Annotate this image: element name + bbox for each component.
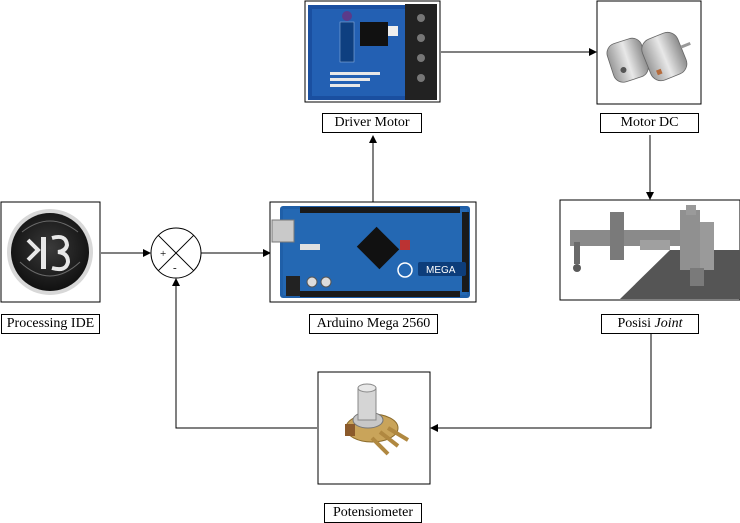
potensiometer-label: Potensiometer xyxy=(324,503,422,523)
posisi-joint-label-emphasis: Joint xyxy=(654,316,683,331)
processing-ide-label: Processing IDE xyxy=(1,314,100,334)
motor-dc-label: Motor DC xyxy=(600,113,699,133)
robot-joint-image xyxy=(559,199,740,301)
driver-motor-image xyxy=(304,0,441,103)
processing-logo-icon xyxy=(19,220,81,277)
driver-motor-label: Driver Motor xyxy=(322,113,422,133)
minus-sign: - xyxy=(173,262,177,274)
connectors xyxy=(101,48,654,432)
motor-dc-image xyxy=(596,0,702,105)
summing-junction: + - xyxy=(150,227,202,279)
processing-ide-image xyxy=(0,201,101,303)
plus-sign: + xyxy=(160,248,166,260)
arduino-mega-image: MEGA xyxy=(269,201,477,303)
arduino-board-text: MEGA xyxy=(426,265,456,276)
posisi-joint-label: Posisi Joint xyxy=(601,314,699,334)
arrow-joint-to-pot xyxy=(430,334,652,432)
posisi-joint-label-prefix: Posisi xyxy=(617,316,655,331)
potentiometer-image xyxy=(317,371,431,485)
arduino-mega-label: Arduino Mega 2560 xyxy=(309,314,438,334)
arrow-pot-to-sum xyxy=(172,278,317,429)
